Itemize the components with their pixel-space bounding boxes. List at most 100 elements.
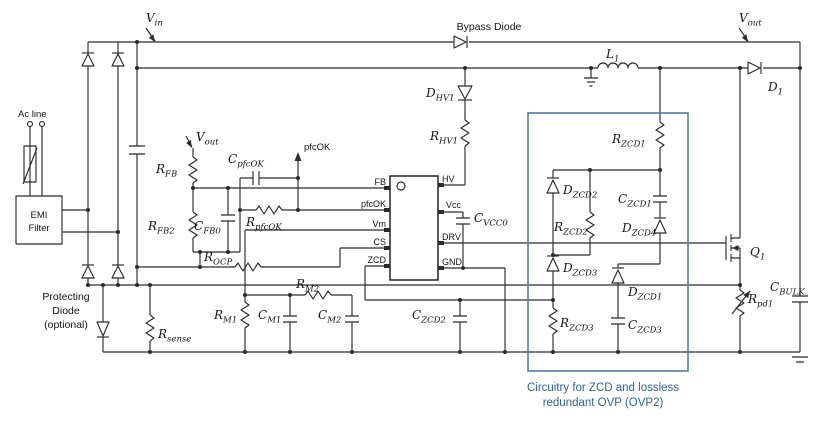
- ic-pad-vcc: [438, 210, 444, 214]
- ic-pin-label-pfcok: pfcOK: [361, 199, 386, 209]
- diode-dzcd4-symbol: [653, 217, 667, 234]
- ac-terminal-1: [26, 120, 34, 128]
- mosfet-body-arrow: [732, 245, 739, 251]
- label-bypass-diode: Bypass Diode: [457, 21, 522, 33]
- label-vin: Vin: [146, 11, 163, 29]
- diode-d1-symbol: [747, 61, 762, 75]
- ic-pad-cs: [384, 246, 390, 250]
- resistor-rhv1-symbol: [460, 119, 470, 147]
- ic-pad-gnd: [438, 266, 444, 270]
- label-rzcd3: RZCD3: [559, 316, 594, 334]
- label-rocp: ROCP: [203, 250, 233, 268]
- label-emi-line2: Filter: [28, 223, 49, 234]
- caption-line2: redundant OVP (OVP2): [543, 397, 664, 409]
- diode-dzcd1-symbol: [611, 267, 625, 284]
- capacitor-cm1-symbol: [283, 315, 297, 323]
- ic-pad-pfcok: [384, 208, 390, 212]
- ic-pad-hv: [438, 183, 444, 187]
- capacitor-cbulk-symbol: [792, 295, 808, 303]
- ground-symbol-l1: [584, 77, 598, 87]
- emi-filter-box: [15, 195, 63, 245]
- ic-pin-label-vcc: Vcc: [446, 200, 462, 210]
- capacitor-cm2-symbol: [345, 315, 359, 323]
- junction-dots: [86, 40, 802, 354]
- capacitor-input-filter-symbol: [129, 145, 145, 155]
- label-emi-line1: EMI: [31, 210, 48, 221]
- resistor-rzcd2-symbol: [585, 211, 595, 239]
- ic-pin-label-gnd: GND: [442, 257, 463, 267]
- capacitor-cfb0-symbol: [221, 214, 235, 222]
- label-czcd2: CZCD2: [412, 308, 446, 326]
- resistor-rzcd1-symbol: [655, 121, 665, 149]
- label-d1: D1: [767, 80, 783, 98]
- ic-pin-label-drv: DRV: [442, 232, 461, 242]
- label-dzcd4: DZCD4: [621, 221, 656, 239]
- capacitor-czcd2-symbol: [453, 315, 467, 323]
- resistor-rzcd3-symbol: [548, 307, 558, 335]
- ic-chip: [384, 175, 444, 281]
- wires: [29, 27, 801, 353]
- ic-pin-label-fb: FB: [374, 177, 386, 187]
- resistor-rpd1-symbol: [735, 289, 745, 317]
- label-rpfcok: RpfcOK: [245, 215, 282, 233]
- label-dzcd2: DZCD2: [562, 183, 597, 201]
- label-vout-top: Vout: [739, 11, 762, 29]
- bypass-diode-symbol: [453, 35, 468, 49]
- label-l1: L1: [605, 47, 619, 65]
- resistor-rpfcok-symbol: [255, 205, 283, 215]
- label-cm1: CM1: [258, 308, 281, 326]
- label-cvcc0: CVCC0: [474, 211, 508, 229]
- mosfet-q1-symbol: [725, 234, 741, 262]
- label-rm2: RM2: [295, 277, 319, 295]
- label-rpd1: Rpd1: [747, 292, 773, 310]
- bridge-diode-bottom-right: [111, 264, 125, 279]
- label-protecting-3: (optional): [44, 319, 88, 331]
- label-rhv1: RHV1: [429, 129, 458, 147]
- capacitor-cpfcok-symbol: [252, 171, 260, 185]
- diode-dzcd2-symbol: [546, 177, 560, 194]
- label-vout-mid: Vout: [196, 130, 219, 148]
- capacitor-cvcc0-symbol: [456, 217, 470, 225]
- diode-dhv1-symbol: [457, 85, 473, 101]
- ic-pin1-notch: [396, 181, 406, 191]
- ic-pin-label-cs: CS: [373, 237, 386, 247]
- label-dzcd3: DZCD3: [562, 261, 597, 279]
- label-q1: Q1: [750, 245, 765, 263]
- label-cfb0: CFB0: [194, 219, 221, 237]
- label-cpfcok: CpfcOK: [228, 152, 265, 170]
- capacitor-czcd3-symbol: [611, 317, 625, 325]
- label-czcd1: CZCD1: [618, 192, 652, 210]
- vout-mid-arrowhead: [186, 139, 192, 148]
- ovp2-highlight-box: [527, 112, 689, 372]
- label-rfb2: RFB2: [147, 219, 175, 237]
- resistor-rocp-symbol: [234, 262, 262, 272]
- pfcok-arrowhead: [294, 152, 302, 161]
- ic-pad-drv: [438, 241, 444, 245]
- ic-pin-label-zcd: ZCD: [368, 255, 387, 265]
- label-cm2: CM2: [318, 308, 341, 326]
- fuse-varistor-symbol: [22, 145, 38, 185]
- bridge-diode-top-right: [111, 52, 125, 67]
- resistor-rfb2-symbol: [188, 211, 198, 239]
- caption-line1: Circuitry for ZCD and lossless: [527, 382, 679, 394]
- diode-dzcd3-symbol: [546, 255, 560, 272]
- resistor-rm2-symbol: [304, 290, 332, 300]
- protecting-diode-symbol: [96, 321, 110, 338]
- ic-pad-zcd: [384, 264, 390, 268]
- label-protecting-1: Protecting: [42, 291, 89, 303]
- label-protecting-2: Diode: [52, 305, 80, 317]
- capacitor-czcd1-symbol: [653, 195, 667, 203]
- label-rsense: Rsense: [157, 327, 191, 345]
- resistor-rm1-symbol: [240, 301, 250, 329]
- label-czcd3: CZCD3: [628, 318, 662, 336]
- label-rzcd1: RZCD1: [611, 132, 646, 150]
- label-pfcok-signal: pfcOK: [304, 142, 331, 153]
- label-rm1: RM1: [213, 308, 237, 326]
- label-rfb: RFB: [155, 162, 177, 180]
- ac-terminal-2: [38, 120, 46, 128]
- bridge-diode-bottom-left: [81, 264, 95, 279]
- label-dhv1: DHV1: [425, 86, 455, 104]
- rpd1-arrowhead: [743, 291, 750, 299]
